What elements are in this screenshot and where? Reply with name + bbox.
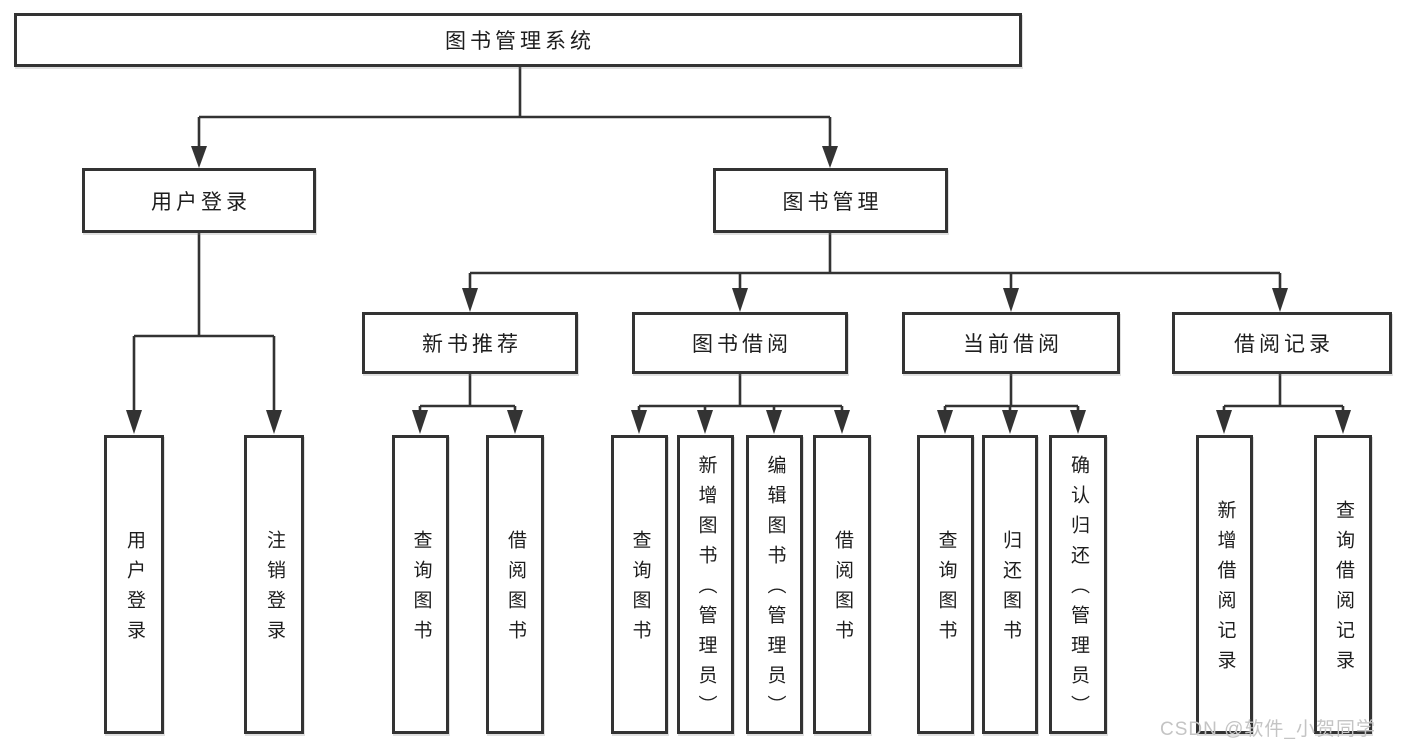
leaf-label: 编辑图书（管理员）	[764, 454, 786, 725]
node-user-login: 用户登录	[82, 168, 316, 233]
leaf-label: 注销登录	[263, 529, 285, 650]
leaf-add-borrow-record: 新增借阅记录	[1196, 435, 1253, 734]
leaf-label: 确认归还（管理员）	[1067, 454, 1089, 725]
leaf-query-books-borrow: 查询图书	[611, 435, 668, 734]
leaf-add-book-admin: 新增图书（管理员）	[677, 435, 734, 734]
leaf-label: 归还图书	[999, 529, 1021, 650]
leaf-query-borrow-record: 查询借阅记录	[1314, 435, 1372, 734]
watermark: CSDN @软件_小贺同学	[1160, 719, 1376, 740]
node-label: 图书借阅	[692, 333, 792, 356]
node-borrow-records: 借阅记录	[1172, 312, 1392, 374]
node-new-book-recommend: 新书推荐	[362, 312, 578, 374]
leaf-borrow-books-recommend: 借阅图书	[486, 435, 544, 734]
leaf-label: 查询图书	[935, 529, 957, 650]
leaf-label: 新增借阅记录	[1214, 499, 1236, 680]
node-label: 借阅记录	[1234, 333, 1334, 356]
leaf-user-login: 用户登录	[104, 435, 164, 734]
leaf-return-book: 归还图书	[982, 435, 1038, 734]
leaf-confirm-return-admin: 确认归还（管理员）	[1049, 435, 1107, 734]
node-label: 当前借阅	[963, 333, 1063, 356]
leaf-label: 借阅图书	[504, 529, 526, 650]
leaf-label: 查询图书	[629, 529, 651, 650]
leaf-label: 新增图书（管理员）	[695, 454, 717, 725]
leaf-borrow-books: 借阅图书	[813, 435, 871, 734]
leaf-logout: 注销登录	[244, 435, 304, 734]
leaf-label: 查询图书	[410, 529, 432, 650]
node-label: 图书管理	[782, 190, 883, 214]
leaf-label: 借阅图书	[831, 529, 853, 650]
node-current-borrow: 当前借阅	[902, 312, 1120, 374]
node-label: 用户登录	[151, 190, 251, 214]
node-book-borrow: 图书借阅	[632, 312, 848, 374]
leaf-label: 用户登录	[123, 529, 145, 650]
leaf-edit-book-admin: 编辑图书（管理员）	[746, 435, 803, 734]
leaf-query-books-current: 查询图书	[917, 435, 974, 734]
node-library-system: 图书管理系统	[14, 13, 1022, 67]
node-book-management: 图书管理	[713, 168, 948, 233]
node-label: 图书管理系统	[445, 30, 595, 53]
leaf-label: 查询借阅记录	[1332, 499, 1354, 680]
leaf-query-books-recommend: 查询图书	[392, 435, 449, 734]
node-label: 新书推荐	[422, 333, 522, 356]
